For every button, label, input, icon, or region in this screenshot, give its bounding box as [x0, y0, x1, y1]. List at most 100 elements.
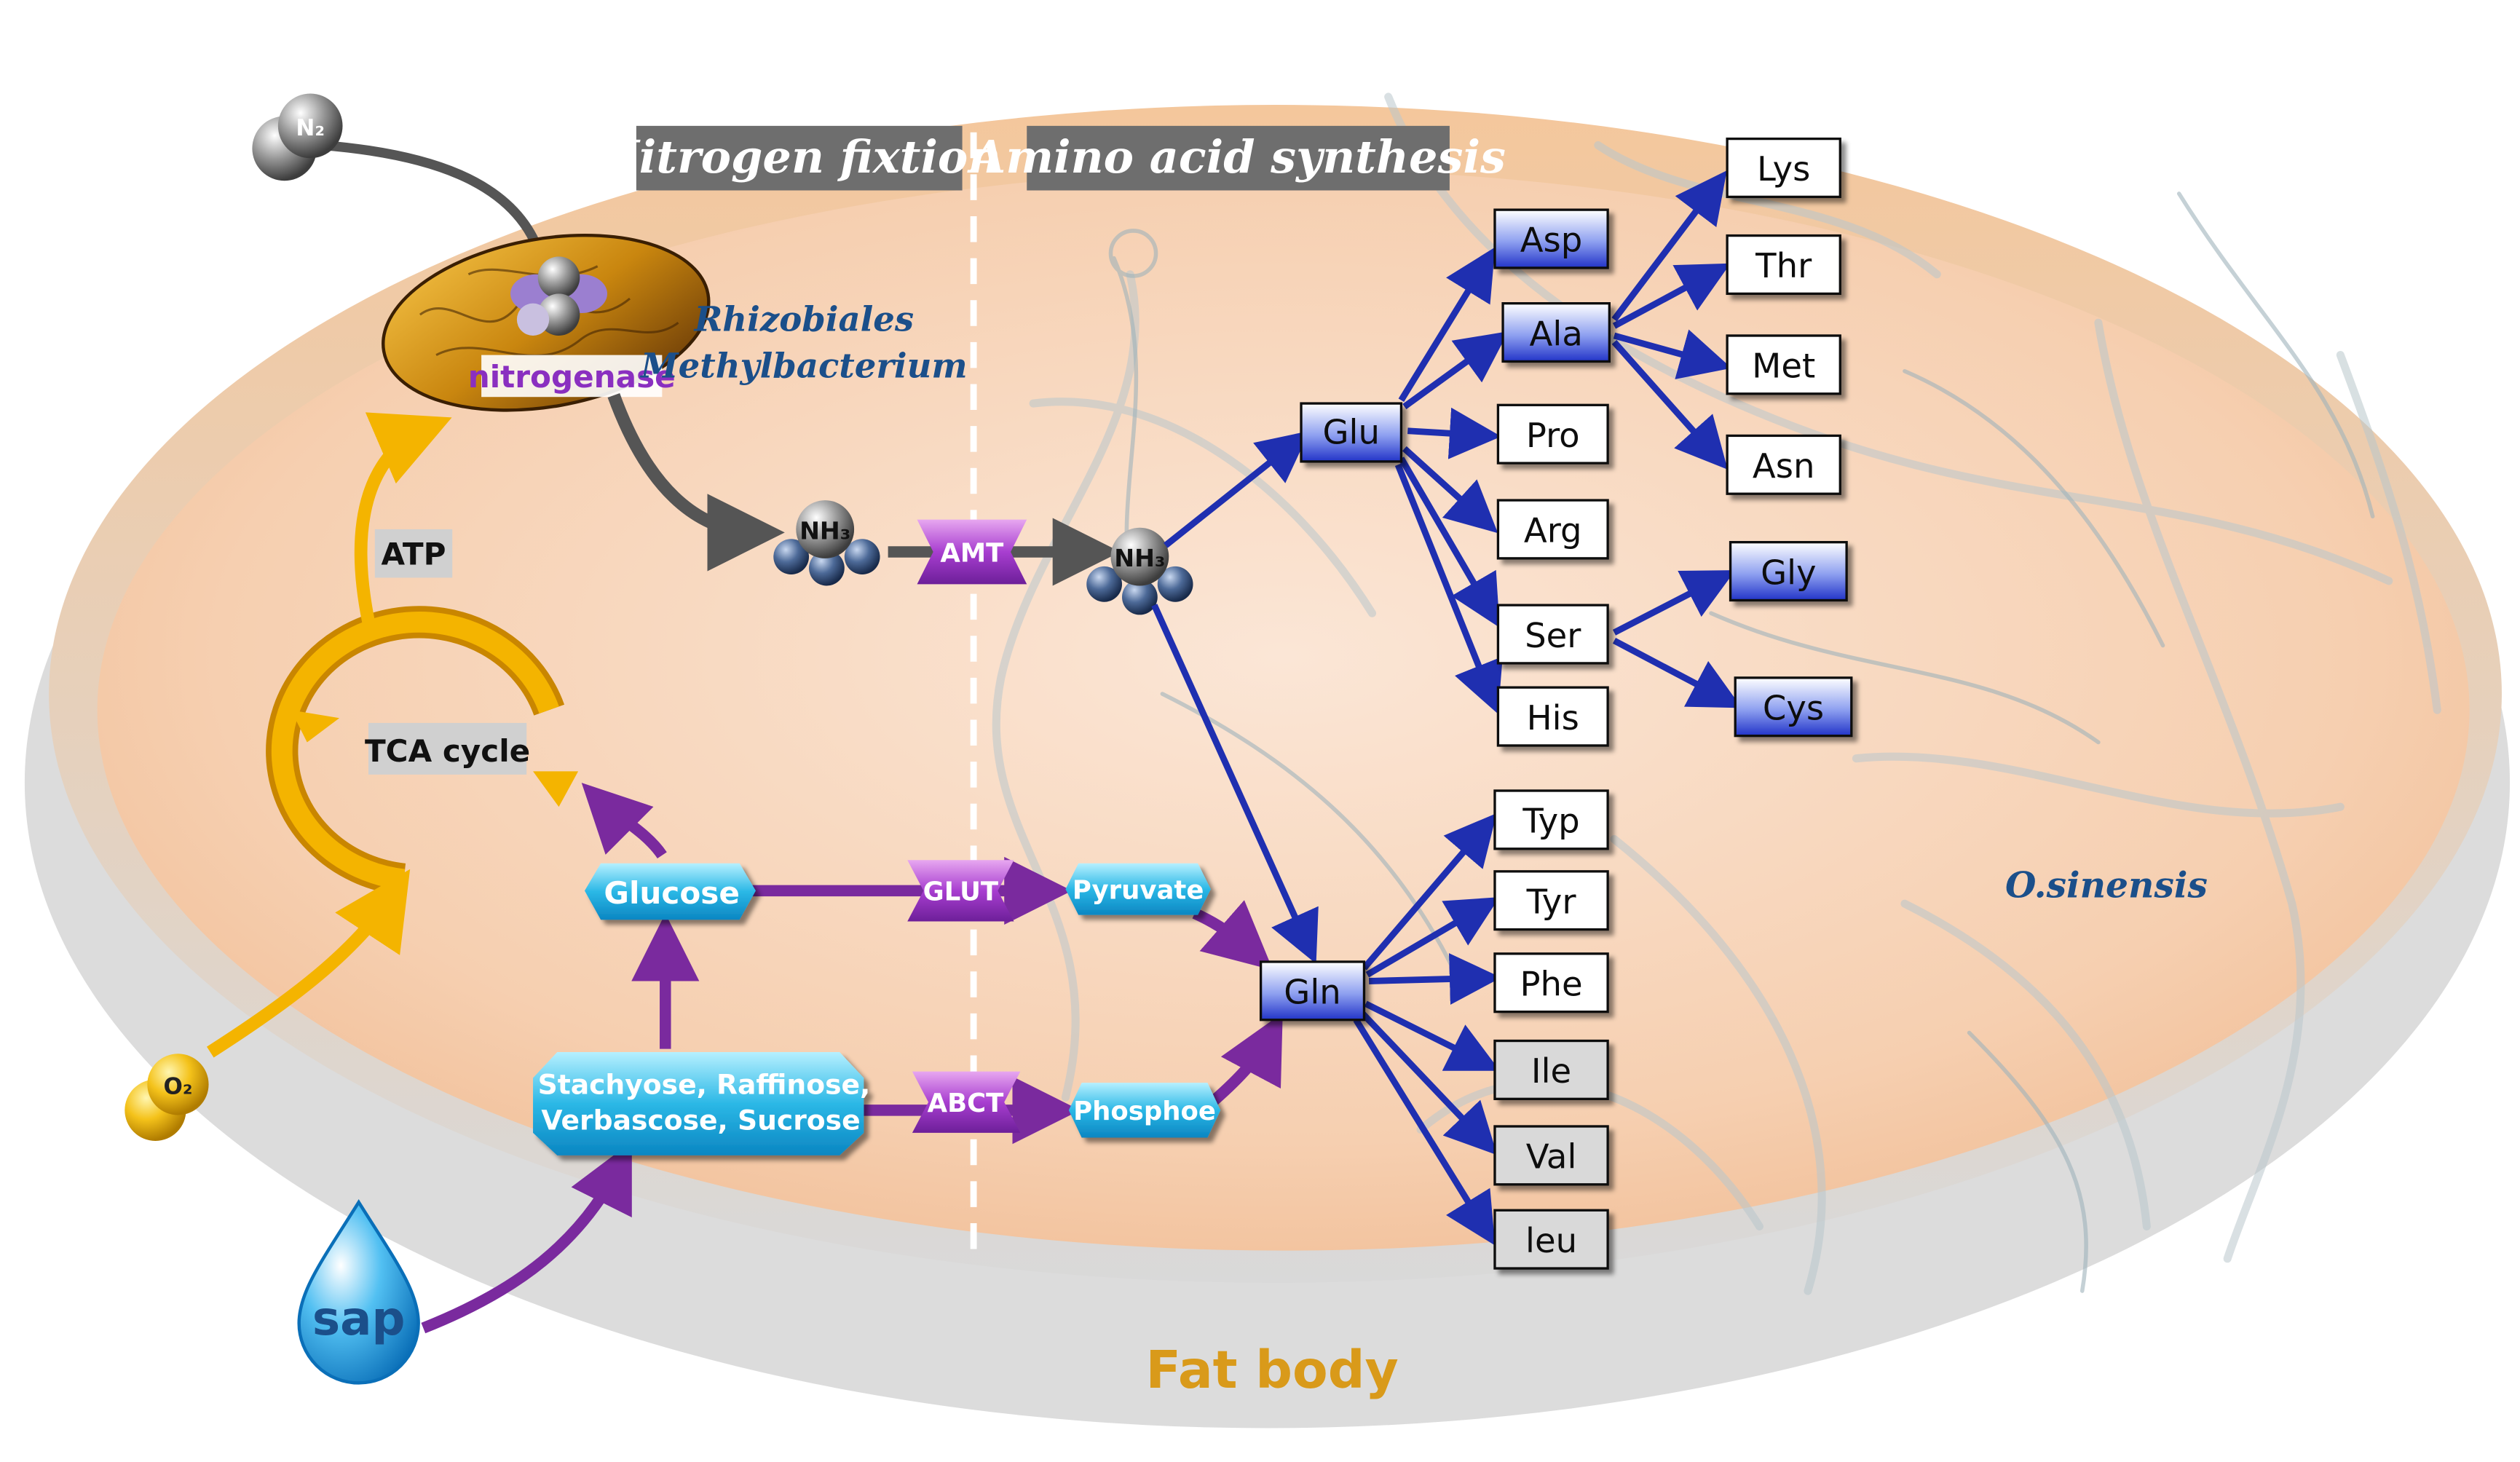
arrow-gln-to-typ	[1362, 813, 1497, 971]
aa-label-phe: Phe	[1520, 964, 1582, 1003]
sap-label: sap	[312, 1292, 406, 1346]
arrow-nh3-to-glu	[1164, 430, 1310, 548]
arrow-ala-to-met	[1613, 329, 1732, 379]
bacteria-name-rhizobiales: Rhizobiales	[693, 299, 914, 339]
section-title-nitrogen-fixation: Nitrogen fixtion	[596, 130, 1000, 183]
sap-drop-icon: sap	[297, 1199, 420, 1385]
nh3-label-1: NH₃	[799, 516, 850, 545]
oligosaccharides-line-2: Verbascose, Sucrose	[541, 1104, 860, 1136]
o2-molecule: O₂	[125, 1054, 209, 1141]
aa-box-val: Val	[1493, 1125, 1609, 1186]
arrow-sap-to-oligosaccharides	[421, 1142, 632, 1334]
arrow-gln-to-phe	[1368, 953, 1501, 1005]
atp-label: ATP	[382, 537, 446, 572]
glut-transporter: GLUT	[907, 860, 1014, 922]
arrow-nh3-to-gln	[1151, 604, 1319, 964]
aa-box-lys: Lys	[1726, 137, 1841, 199]
tca-cycle: TCA cycle	[266, 606, 579, 896]
aa-box-tyr: Tyr	[1493, 870, 1609, 931]
nh3-molecule-2: NH₃	[1086, 527, 1193, 615]
aa-box-thr: Thr	[1726, 234, 1841, 296]
aa-label-ser: Ser	[1525, 616, 1581, 655]
section-header-amino-acid-synthesis: Amino acid synthesis	[967, 125, 1506, 191]
phosphoe-label: Phosphoe	[1073, 1096, 1216, 1126]
aa-label-ala: Ala	[1530, 314, 1583, 353]
arrow-glu-to-pro	[1407, 407, 1501, 459]
aa-box-ile: Ile	[1493, 1039, 1609, 1100]
aa-box-gly: Gly	[1729, 541, 1848, 602]
aa-box-pro: Pro	[1496, 403, 1609, 465]
pyruvate-box: Pyruvate	[1065, 863, 1211, 915]
oligosaccharides-line-1: Stachyose, Raffinose,	[538, 1069, 871, 1101]
pyruvate-label: Pyruvate	[1073, 875, 1204, 905]
arrow-glu-to-his	[1394, 463, 1503, 714]
arrow-bacteria-to-nh3	[607, 392, 785, 572]
aa-label-arg: Arg	[1524, 511, 1582, 550]
aa-box-his: His	[1496, 686, 1609, 747]
arrow-glu-to-ala	[1402, 331, 1509, 410]
nh3-molecule-1: NH₃	[773, 500, 880, 586]
arrow-glucose-to-tca	[581, 783, 667, 859]
amt-transporter: AMT	[917, 519, 1027, 585]
aa-box-arg: Arg	[1496, 499, 1609, 560]
arrow-glu-to-asp	[1398, 247, 1496, 402]
aa-label-gln: Gln	[1284, 973, 1340, 1012]
aa-label-asp: Asp	[1520, 221, 1583, 260]
glucose-box: Glucose	[584, 863, 756, 920]
tca-cycle-label: TCA cycle	[365, 733, 530, 769]
bacteria-name-methylbacterium: Methylbacterium	[639, 346, 968, 386]
aa-label-met: Met	[1752, 347, 1815, 386]
n2-molecule: N₂	[252, 93, 343, 181]
section-title-amino-acid-synthesis: Amino acid synthesis	[967, 130, 1506, 183]
glucose-label: Glucose	[604, 875, 740, 911]
arrow-pyruvate-to-gln	[1192, 900, 1273, 971]
abct-transporter: ABCT	[912, 1071, 1021, 1133]
aa-box-met: Met	[1726, 334, 1841, 395]
phosphoe-box: Phosphoe	[1068, 1083, 1221, 1138]
aa-box-asn: Asn	[1726, 434, 1841, 495]
arrow-gln-to-leu	[1353, 1018, 1496, 1246]
abct-label: ABCT	[928, 1088, 1004, 1118]
nitrogenase-icon	[510, 256, 607, 336]
aa-label-his: His	[1527, 698, 1579, 738]
arrow-atp-to-bacteria	[354, 412, 452, 623]
arrow-ala-to-asn	[1611, 339, 1728, 470]
aa-box-gln: Gln	[1259, 960, 1366, 1022]
section-header-nitrogen-fixation: Nitrogen fixtion	[596, 125, 1000, 191]
arrow-glu-to-ser	[1398, 457, 1500, 628]
aa-label-val: Val	[1526, 1137, 1577, 1177]
aa-box-typ: Typ	[1493, 789, 1609, 850]
arrow-o2-to-tca	[206, 869, 411, 1058]
aa-box-glu: Glu	[1300, 402, 1403, 463]
hyphae-texture-thin	[1108, 191, 2375, 1293]
aa-box-phe: Phe	[1493, 952, 1609, 1013]
hyphae-texture	[992, 92, 2441, 1295]
aa-label-pro: Pro	[1526, 416, 1580, 455]
aa-box-ser: Ser	[1496, 604, 1609, 665]
n2-label: N₂	[296, 115, 325, 141]
aa-label-ile: Ile	[1531, 1051, 1571, 1091]
amt-label: AMT	[940, 538, 1003, 568]
arrow-ser-to-cys	[1612, 637, 1742, 708]
blue-arrows	[1151, 170, 1742, 1246]
aa-label-leu: leu	[1525, 1221, 1577, 1260]
aa-label-glu: Glu	[1322, 412, 1379, 451]
arrow-gln-to-val	[1360, 1011, 1498, 1155]
aa-box-cys: Cys	[1734, 676, 1853, 738]
aa-label-asn: Asn	[1753, 446, 1815, 486]
aa-label-lys: Lys	[1757, 149, 1810, 189]
arrow-gln-to-tyr	[1365, 897, 1500, 978]
aa-label-thr: Thr	[1755, 246, 1812, 285]
arrow-ser-to-gly	[1612, 570, 1736, 636]
aa-box-asp: Asp	[1493, 208, 1609, 269]
arrow-gln-to-ile	[1364, 1000, 1500, 1071]
o2-label: O₂	[163, 1074, 192, 1100]
arrow-phosphoe-to-gln	[1210, 1013, 1283, 1105]
arrow-glu-to-arg	[1402, 446, 1498, 534]
aa-label-typ: Typ	[1522, 802, 1579, 841]
aa-label-tyr: Tyr	[1526, 882, 1577, 921]
arrow-ala-to-lys	[1611, 170, 1727, 322]
aa-box-ala: Ala	[1501, 302, 1611, 363]
aa-box-leu: leu	[1493, 1209, 1609, 1270]
